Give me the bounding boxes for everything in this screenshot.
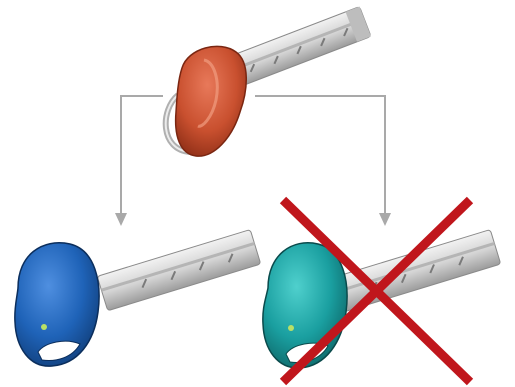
connector-right — [255, 96, 385, 215]
copy-key-blue — [15, 230, 261, 367]
teal-key-icon — [263, 243, 347, 368]
blue-key-icon — [15, 243, 99, 366]
arrowhead-right — [379, 213, 391, 226]
key-led — [41, 324, 47, 330]
red-key-icon — [176, 46, 247, 156]
key-blade — [97, 230, 261, 311]
arrowhead-left — [115, 213, 127, 226]
connector-arrows — [115, 96, 391, 226]
key-led — [288, 325, 294, 331]
connector-left — [121, 96, 163, 215]
original-key-red — [166, 7, 371, 157]
